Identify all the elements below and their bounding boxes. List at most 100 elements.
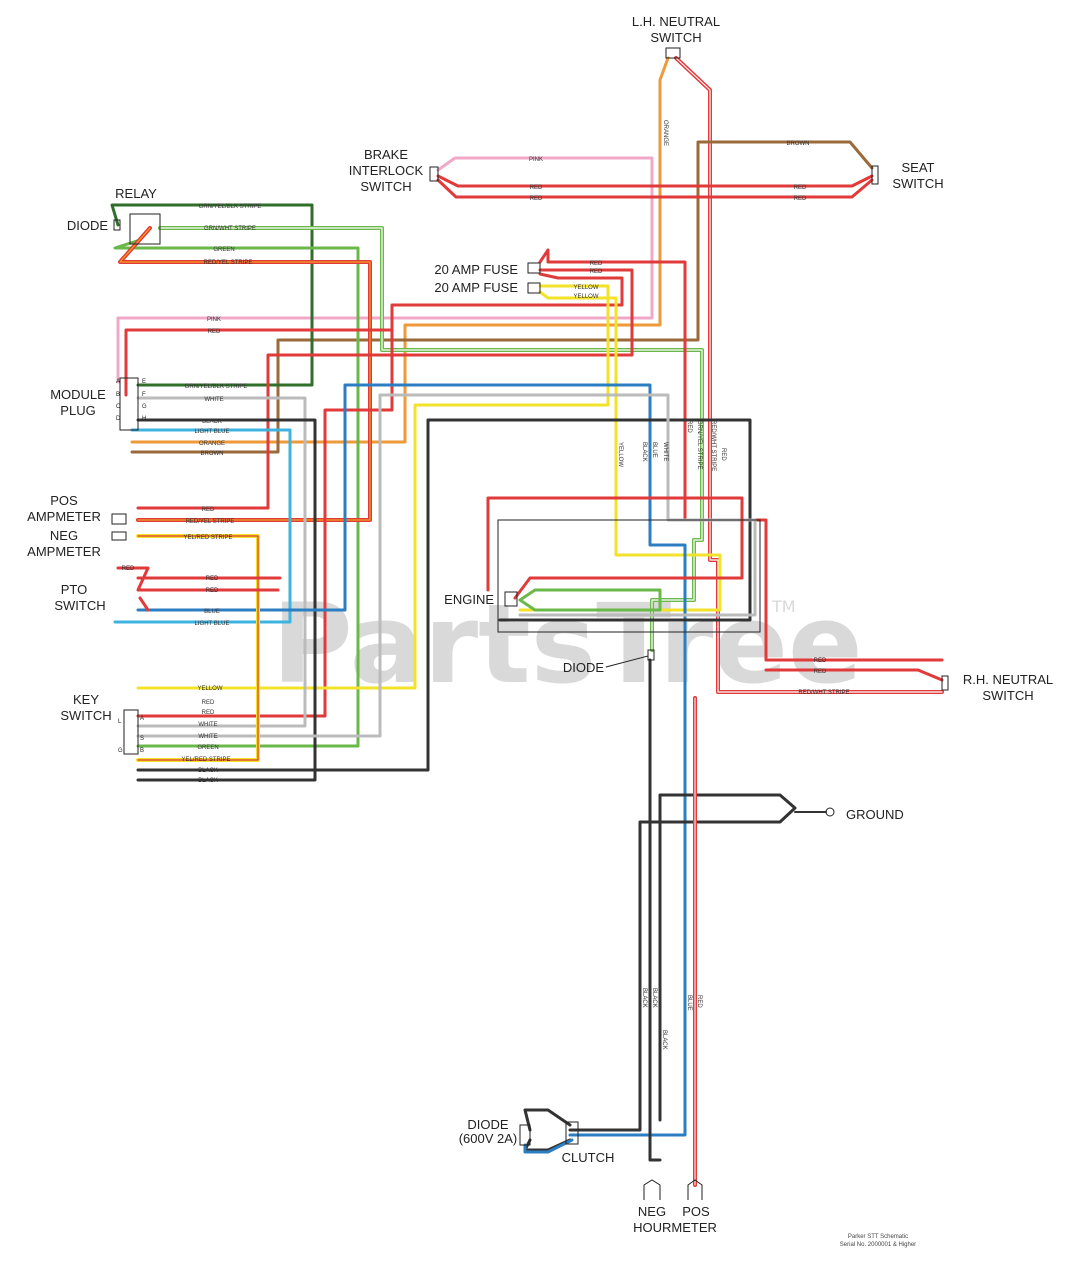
wl-rh-redwht: RED/WHT STRIPE [798,690,849,696]
wl-fuse-red-2: RED [590,269,603,275]
wl-rh-red-1: RED [814,658,827,664]
wire-relay-redyel [118,226,372,522]
wl-low-red: RED [696,995,702,1008]
seat-switch-symbol [871,165,879,185]
pos-ammeter-label-2: AMPMETER [27,509,101,524]
wl-v-black: BLACK [641,442,647,462]
wire-fuse-yellow-2 [518,290,722,612]
wl-mod-red: RED [208,329,221,335]
clutch-diode-label-1: DIODE [467,1117,509,1132]
pin-key-l: L [118,719,122,725]
relay-diode-symbol [113,219,121,231]
engine-diode-label: DIODE [563,660,605,675]
module-plug-symbol [119,377,139,431]
wire-relay-grnwht-in [159,227,703,651]
wire-fuse-red-2 [136,268,634,510]
wl-key-green: GREEN [197,745,218,751]
lh-neutral-label-2: SWITCH [650,30,701,45]
wl-key-white-2: WHITE [198,734,217,740]
wl-brown-seat: BROWN [787,141,810,147]
brake-label-1: BRAKE [364,147,408,162]
wl-fuse-red-1: RED [590,261,603,267]
wl-key-red-2: RED [202,710,215,716]
brake-label-2: INTERLOCK [349,163,424,178]
pin-mod-b: B [116,392,120,398]
wl-v-red: RED [686,420,692,433]
wl-key-yellow: YELLOW [197,686,222,692]
wl-v-gry: GRN/YEL STRIPE [696,420,702,469]
wl-relay-1: GRN/YEL/BLK STRIPE [199,204,262,210]
wire-engine-green [518,588,662,612]
hourmeter-label: HOURMETER [633,1220,717,1235]
pin-mod-h: H [142,416,146,422]
wl-mod-brown: BROWN [201,451,224,457]
wire-key-black [136,418,752,772]
wire-relay-green [113,238,360,748]
wl-v-redwht: RED/WHT STRIPE [710,420,716,471]
wl-rh-red-2: RED [814,669,827,675]
wl-amm-redyel: RED/YEL STRIPE [186,519,235,525]
wire-fuse-red-top [538,248,944,662]
fuse-2-symbol [527,282,541,294]
pin-key-b: B [140,748,144,754]
wire-clutch-diode-blue [523,1138,574,1154]
wl-fuse-yel-1: YELLOW [573,285,598,291]
footnote-1: Parker STT Schematic [848,1234,908,1240]
wire-mod-lblue [113,428,292,624]
wl-amm-red: RED [202,507,215,513]
seat-label-1: SEAT [902,160,935,175]
hourmeter-pos-symbol [687,1179,703,1200]
wl-v-white: WHITE [662,442,668,461]
ground-label: GROUND [846,807,904,822]
key-switch-label-1: KEY [73,692,99,707]
wl-key-red-1: RED [202,700,215,706]
pin-mod-e: E [142,379,146,385]
module-plug-label-1: MODULE [50,387,106,402]
wire-mod-blue [136,383,687,1137]
hourmeter-neg-symbol [643,1179,661,1200]
rh-neutral-label-2: SWITCH [982,688,1033,703]
module-plug-label-2: PLUG [60,403,95,418]
wire-low-black-1 [648,658,662,1162]
watermark-tm: TM [771,597,796,616]
wl-relay-3: GREEN [213,247,234,253]
wl-key-yelred: YEL/RED STRIPE [181,757,230,763]
brake-label-3: SWITCH [360,179,411,194]
rh-neutral-label-1: R.H. NEUTRAL [963,672,1053,687]
pin-key-s: S [140,736,144,742]
wl-pto-blue: BLUE [204,609,220,615]
footnote-2: Serial No. 2000001 & Higher [840,1242,916,1248]
wl-pink-brake: PINK [529,157,543,163]
engine-connector-symbol [504,591,518,607]
pin-mod-g: G [142,404,147,410]
neg-ammeter-label-1: NEG [50,528,78,543]
ground-symbol [825,807,835,817]
pos-ammeter-symbol [111,513,127,525]
clutch-label: CLUTCH [562,1150,615,1165]
neg-ammeter-symbol [111,531,127,541]
clutch-diode-label-2: (600V 2A) [459,1131,518,1146]
wl-key-black-1: BLACK [198,768,218,774]
wl-red-seat-2: RED [794,196,807,202]
wl-red-brake-2: RED [530,196,543,202]
brake-switch-symbol [429,166,439,182]
fuse-1-symbol [527,262,541,274]
wire-brown-seat [130,140,874,454]
lh-neutral-switch-symbol [665,47,681,59]
fuse-1-label: 20 AMP FUSE [434,262,518,277]
wire-mod-red [124,328,392,397]
engine-symbol [497,519,761,633]
lh-neutral-label-1: L.H. NEUTRAL [632,14,720,29]
wl-mod-pink: PINK [207,317,221,323]
wl-v-blue: BLUE [651,442,657,458]
relay-label: RELAY [115,186,157,201]
key-switch-symbol [123,709,139,755]
seat-label-2: SWITCH [892,176,943,191]
wl-low-blue: BLUE [686,995,692,1011]
rh-neutral-switch-symbol [941,675,949,691]
wire-mod-black [136,418,317,782]
wire-low-black-2 [568,793,797,1132]
wire-fuse-yellow-1 [136,284,610,690]
wl-mod-orange: ORANGE [199,441,225,447]
wl-v-red2: RED [720,448,726,461]
